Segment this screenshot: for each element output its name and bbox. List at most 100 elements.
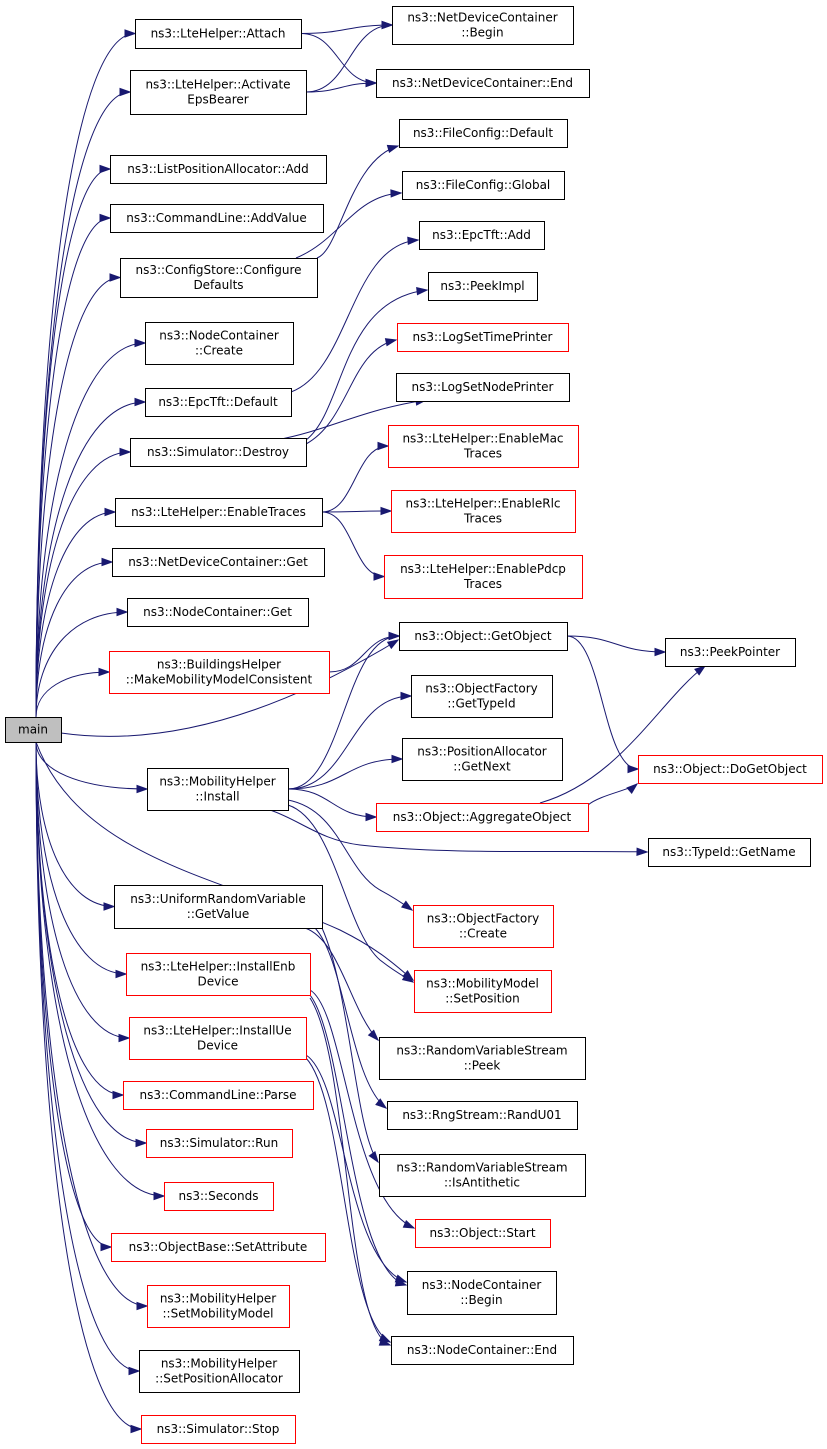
node-ns3-mobilityhelper-install[interactable]: ns3::MobilityHelper::Install [147,768,289,811]
node-ns3-object-start[interactable]: ns3::Object::Start [415,1219,551,1248]
edge-arrow [287,691,413,790]
edge-arrow [35,741,141,1376]
edge-path [35,741,165,1197]
node-label: ::MakeMobilityModelConsistent [126,673,313,687]
node-ns3-epctft-default[interactable]: ns3::EpcTft::Default [145,388,292,417]
node-ns3-randomvariablestream-isantithetic[interactable]: ns3::RandomVariableStream::IsAntithetic [379,1154,586,1197]
node-ns3-commandline-parse[interactable]: ns3::CommandLine::Parse [123,1081,314,1110]
node-ns3-simulator-run[interactable]: ns3::Simulator::Run [146,1129,293,1158]
node-label: Device [197,975,238,989]
arrowhead [128,1366,141,1376]
node-label: ns3::CommandLine::Parse [140,1088,297,1102]
node-ns3-simulator-stop[interactable]: ns3::Simulator::Stop [141,1415,296,1444]
node-box [384,555,583,599]
node-ns3-epctft-add[interactable]: ns3::EpcTft::Add [419,221,545,250]
edge-arrow [35,607,129,718]
node-ns3-object-getobject[interactable]: ns3::Object::GetObject [399,622,568,651]
node-ns3-objectfactory-create[interactable]: ns3::ObjectFactory::Create [413,905,554,948]
edge-arrow [321,927,379,1164]
node-label: ns3::NetDeviceContainer [407,11,557,25]
node-ns3-seconds[interactable]: ns3::Seconds [164,1182,274,1211]
node-box [147,1285,290,1328]
node-ns3-fileconfig-global[interactable]: ns3::FileConfig::Global [402,171,565,200]
node-ns3-buildingshelper-makemobilitymodelconsistent[interactable]: ns3::BuildingsHelper::MakeMobilityModelC… [109,651,330,694]
edge-path [304,927,379,1041]
node-ns3-peekpointer[interactable]: ns3::PeekPointer [665,638,796,667]
node-ns3-logsetnodeprinter[interactable]: ns3::LogSetNodePrinter [396,373,570,402]
node-label: ns3::NodeContainer [159,329,279,343]
node-ns3-randomvariablestream-peek[interactable]: ns3::RandomVariableStream::Peek [379,1037,586,1080]
node-label: ns3::MobilityHelper [160,1292,276,1306]
node-ns3-fileconfig-default[interactable]: ns3::FileConfig::Default [399,119,568,148]
node-box [428,272,538,301]
node-label: ns3::NetDeviceContainer::End [392,76,573,90]
node-ns3-mobilitymodel-setposition[interactable]: ns3::MobilityModel::SetPosition [414,970,552,1013]
node-ns3-peekimpl[interactable]: ns3::PeekImpl [428,272,538,301]
edge-path [287,799,413,911]
edge-path [300,33,377,84]
edge-arrow [305,78,378,93]
node-ns3-simulator-destroy[interactable]: ns3::Simulator::Destroy [130,438,307,467]
edge-arrow [321,506,393,516]
node-ns3-ltehelper-enabletraces[interactable]: ns3::LteHelper::EnableTraces [115,498,323,527]
node-ns3-object-dogetobject[interactable]: ns3::Object::DoGetObject [638,755,823,784]
node-ns3-listpositionallocator-add[interactable]: ns3::ListPositionAllocator::Add [110,155,327,184]
node-ns3-nodecontainer-end[interactable]: ns3::NodeContainer::End [391,1336,574,1365]
node-label: Device [197,1039,238,1053]
node-ns3-nodecontainer-create[interactable]: ns3::NodeContainer::Create [145,322,294,365]
node-label: ns3::Object::AggregateObject [393,810,572,824]
node-ns3-uniformrandomvariable-getvalue[interactable]: ns3::UniformRandomVariable::GetValue [114,885,323,929]
node-label: ns3::Object::GetObject [414,629,552,643]
node-ns3-typeid-getname[interactable]: ns3::TypeId::GetName [648,838,811,867]
node-label: ::IsAntithetic [444,1176,520,1190]
node-box [387,1101,578,1130]
node-ns3-netdevicecontainer-begin[interactable]: ns3::NetDeviceContainer::Begin [392,6,574,45]
node-ns3-logsettimeprinter[interactable]: ns3::LogSetTimePrinter [397,323,569,352]
node-ns3-objectbase-setattribute[interactable]: ns3::ObjectBase::SetAttribute [111,1233,326,1262]
node-label: ns3::NodeContainer::Get [143,605,292,619]
node-ns3-mobilityhelper-setpositionallocator[interactable]: ns3::MobilityHelper::SetPositionAllocato… [139,1350,300,1393]
edge-arrow [290,236,420,393]
arrowhead [367,1029,380,1042]
edge-arrow [269,809,649,856]
node-label: ns3::LogSetNodePrinter [412,380,554,394]
node-ns3-nodecontainer-get[interactable]: ns3::NodeContainer::Get [127,598,309,627]
edge-arrow [287,804,415,983]
edge-path [314,927,387,1109]
arrowhead [654,647,667,657]
arrowhead [401,900,414,911]
edge-path [287,788,377,818]
node-ns3-commandline-addvalue[interactable]: ns3::CommandLine::AddValue [110,204,324,233]
node-ns3-object-aggregateobject[interactable]: ns3::Object::AggregateObject [376,803,589,832]
node-ns3-ltehelper-attach[interactable]: ns3::LteHelper::Attach [135,19,302,49]
edge-path [321,511,385,577]
node-ns3-netdevicecontainer-end[interactable]: ns3::NetDeviceContainer::End [376,69,590,98]
node-ns3-netdevicecontainer-get[interactable]: ns3::NetDeviceContainer::Get [112,548,325,577]
node-box [139,1350,300,1393]
node-ns3-positionallocator-getnext[interactable]: ns3::PositionAllocator::GetNext [402,738,563,781]
edge-path [309,989,415,1229]
node-ns3-mobilityhelper-setmobilitymodel[interactable]: ns3::MobilityHelper::SetMobilityModel [147,1285,290,1328]
node-ns3-nodecontainer-begin[interactable]: ns3::NodeContainer::Begin [407,1271,557,1315]
arrowhead [100,1242,113,1252]
edge-arrow [321,511,386,581]
node-box [123,1081,314,1110]
node-ns3-rngstream-randu01[interactable]: ns3::RngStream::RandU01 [387,1101,578,1130]
edge-path [35,561,113,718]
node-box [407,1271,557,1315]
arrowhead [375,1098,388,1109]
arrowhead [390,189,403,198]
node-label: ns3::LteHelper::EnableTraces [131,505,306,519]
node-label: ns3::RandomVariableStream [396,1044,567,1058]
node-label: ns3::EpcTft::Default [158,395,278,409]
node-box [111,1233,326,1262]
edge-path [321,927,379,1163]
node-ns3-objectfactory-gettypeid[interactable]: ns3::ObjectFactory::GetTypeId [411,675,553,718]
